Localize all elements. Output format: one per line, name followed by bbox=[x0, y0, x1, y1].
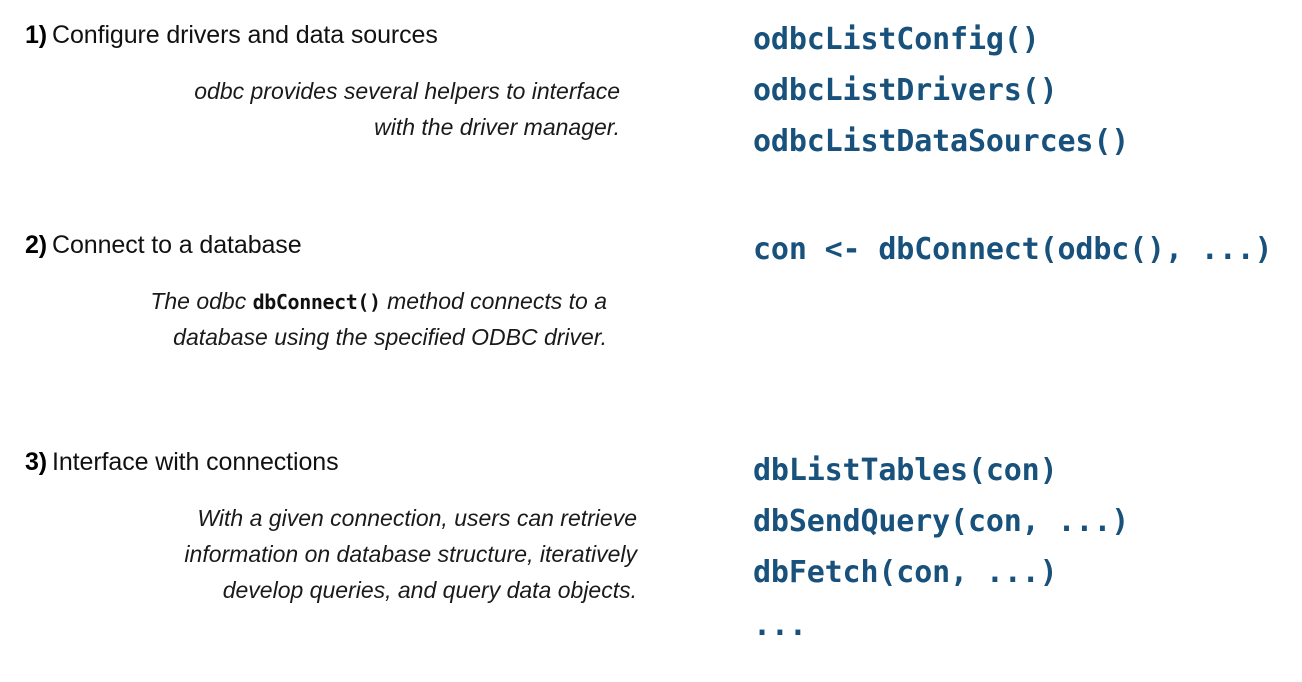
step-2-heading-text: Connect to a database bbox=[52, 231, 302, 259]
code-line-dbsendquery: dbSendQuery(con, ...) bbox=[753, 504, 1130, 539]
step-2-description: The odbc dbConnect() method connects to … bbox=[40, 283, 607, 356]
code-line-dbconnect: con <- dbConnect(odbc(), ...) bbox=[753, 232, 1273, 267]
step-2-code-column: con <- dbConnect(odbc(), ...) bbox=[753, 232, 1302, 265]
step-3-heading-text: Interface with connections bbox=[52, 448, 339, 476]
step-2-description-line-2: database using the specified ODBC driver… bbox=[173, 323, 607, 350]
step-2-heading: 2)Connect to a database bbox=[25, 231, 660, 260]
step-2-description-post: method connects to a bbox=[380, 287, 607, 314]
step-3-left-column: 3)Interface with connections With a give… bbox=[0, 448, 660, 609]
step-1-code-column: odbcListConfig() odbcListDrivers() odbcL… bbox=[753, 22, 1302, 157]
step-1-left-column: 1)Configure drivers and data sources odb… bbox=[0, 21, 660, 146]
step-2-left-column: 2)Connect to a database The odbc dbConne… bbox=[0, 231, 660, 356]
code-line-dblisttables: dbListTables(con) bbox=[753, 453, 1058, 488]
step-1-description-line-1: odbc provides several helpers to interfa… bbox=[194, 77, 620, 104]
code-line-odbclistdatasources: odbcListDataSources() bbox=[753, 124, 1130, 159]
step-1-description: odbc provides several helpers to interfa… bbox=[40, 73, 620, 146]
code-line-odbclistdrivers: odbcListDrivers() bbox=[753, 73, 1058, 108]
code-line-dbfetch: dbFetch(con, ...) bbox=[753, 555, 1058, 590]
step-2-description-line-1: The odbc dbConnect() method connects to … bbox=[40, 283, 607, 319]
step-3-number: 3) bbox=[25, 448, 48, 476]
step-3-heading: 3)Interface with connections bbox=[25, 448, 660, 477]
step-1-heading-text: Configure drivers and data sources bbox=[52, 21, 438, 49]
step-2-number: 2) bbox=[25, 231, 48, 259]
step-1-heading: 1)Configure drivers and data sources bbox=[25, 21, 660, 50]
step-2-description-pre: The odbc bbox=[150, 287, 253, 314]
step-3-description-line-1: With a given connection, users can retri… bbox=[197, 504, 637, 531]
step-3-description-line-2: information on database structure, itera… bbox=[184, 540, 637, 567]
code-line-ellipsis: ... bbox=[753, 608, 807, 643]
step-1-description-line-2: with the driver manager. bbox=[374, 113, 620, 140]
step-1-number: 1) bbox=[25, 21, 48, 49]
step-3-description: With a given connection, users can retri… bbox=[40, 500, 637, 609]
step-2-inline-code-dbconnect: dbConnect() bbox=[252, 289, 381, 314]
code-line-odbclistconfig: odbcListConfig() bbox=[753, 22, 1040, 57]
step-3-code-column: dbListTables(con) dbSendQuery(con, ...) … bbox=[753, 449, 1302, 641]
step-3-description-line-3: develop queries, and query data objects. bbox=[222, 577, 637, 604]
